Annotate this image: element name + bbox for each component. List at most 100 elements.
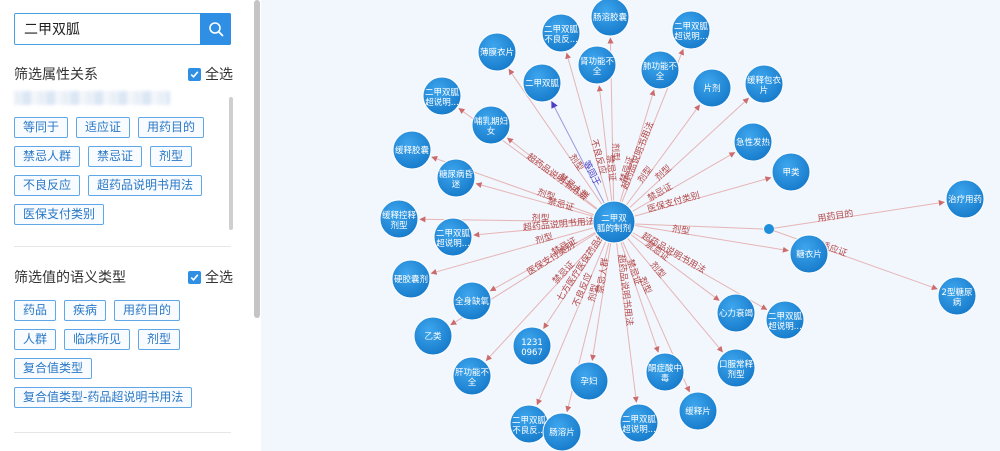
checkbox-checked-icon[interactable] [188, 270, 201, 284]
attribute-tag[interactable]: 禁忌人群 [14, 146, 81, 167]
node-circle[interactable] [477, 32, 517, 72]
node-circle[interactable] [645, 352, 685, 392]
attribute-select-all[interactable]: 全选 [188, 64, 233, 84]
node-circle[interactable] [471, 105, 511, 145]
attribute-tag[interactable]: 剂型 [150, 146, 193, 167]
graph-node[interactable]: 二甲双胍不良反... [509, 404, 549, 444]
attribute-tag[interactable]: 医保支付类别 [14, 204, 105, 225]
attribute-tag[interactable]: 禁忌证 [88, 146, 143, 167]
node-circle[interactable] [391, 259, 431, 299]
graph-node[interactable]: 乙类 [413, 316, 453, 356]
graph-node[interactable]: 心力衰竭 [716, 293, 756, 333]
search-button[interactable] [200, 13, 231, 45]
value-type-tag[interactable]: 药品 [14, 300, 57, 321]
knowledge-graph[interactable]: 不良反应剂型超药品说明书用法剂型等同于禁忌证禁忌证剂型剂型超药品说明书用法禁忌人… [261, 0, 1000, 451]
value-type-tag[interactable]: 疾病 [64, 300, 107, 321]
graph-node[interactable]: 急性发热 [733, 122, 773, 162]
attribute-tag[interactable]: 用药目的 [138, 117, 205, 138]
graph-hub-node[interactable] [764, 224, 774, 234]
node-circle[interactable] [733, 122, 773, 162]
graph-node[interactable]: 二甲双胍超说明... [422, 76, 462, 116]
graph-node[interactable]: 硬胶囊剂 [391, 259, 431, 299]
graph-node[interactable]: 肠溶片 [542, 412, 582, 451]
graph-node[interactable]: 二甲双胍不良反... [541, 13, 581, 53]
node-circle[interactable] [692, 68, 732, 108]
search-input[interactable] [15, 14, 201, 44]
graph-node[interactable]: 治疗用药 [945, 179, 985, 219]
graph-node[interactable]: 缓释胶囊 [392, 130, 432, 170]
graph-node[interactable]: 薄膜衣片 [477, 32, 517, 72]
node-circle[interactable] [522, 63, 562, 103]
node-circle[interactable] [541, 13, 581, 53]
node-circle[interactable] [590, 0, 630, 37]
value-type-select-all[interactable]: 全选 [188, 267, 233, 287]
node-circle[interactable] [789, 234, 829, 274]
node-circle[interactable] [452, 356, 492, 396]
node-circle[interactable] [413, 316, 453, 356]
node-circle[interactable] [569, 361, 609, 401]
graph-node[interactable]: 二甲双胍超说明... [619, 403, 659, 443]
graph-node[interactable]: 肠溶胶囊 [590, 0, 630, 37]
node-circle[interactable] [937, 276, 977, 316]
graph-node[interactable]: 二甲双胍超说明... [765, 300, 805, 340]
node-circle[interactable] [433, 217, 473, 257]
node-circle[interactable] [512, 326, 552, 366]
graph-node[interactable]: 全身缺氧 [452, 281, 492, 321]
graph-node[interactable]: 甲类 [771, 152, 811, 192]
node-circle[interactable] [640, 50, 680, 90]
graph-node[interactable]: 糖衣片 [789, 234, 829, 274]
value-type-tag[interactable]: 剂型 [138, 329, 181, 350]
graph-node[interactable]: 缓释片 [678, 391, 718, 431]
node-circle[interactable] [771, 152, 811, 192]
value-type-tag[interactable]: 复合值类型-药品超说明书用法 [14, 387, 193, 408]
node-circle[interactable] [671, 10, 711, 50]
node-circle[interactable] [744, 64, 784, 104]
node-circle[interactable] [592, 200, 636, 244]
graph-node[interactable]: 二甲双胍超说明... [433, 217, 473, 257]
node-circle[interactable] [379, 199, 419, 239]
node-circle[interactable] [765, 300, 805, 340]
graph-canvas[interactable]: 不良反应剂型超药品说明书用法剂型等同于禁忌证禁忌证剂型剂型超药品说明书用法禁忌人… [261, 0, 1000, 451]
node-circle[interactable] [945, 179, 985, 219]
edge-label: 剂型 [671, 223, 691, 238]
graph-node[interactable]: 片剂 [692, 68, 732, 108]
value-type-tag[interactable]: 复合值类型 [14, 358, 93, 379]
value-type-tag[interactable]: 临床所见 [64, 329, 131, 350]
value-type-tag[interactable]: 人群 [14, 329, 57, 350]
graph-node[interactable]: 孕妇 [569, 361, 609, 401]
sidebar-scrollbar[interactable] [254, 0, 260, 318]
node-circle[interactable] [422, 76, 462, 116]
graph-node[interactable]: 二甲双胍 [522, 63, 562, 103]
value-type-tag[interactable]: 用药目的 [114, 300, 181, 321]
node-label: 超说明... [436, 238, 470, 249]
attribute-tag[interactable]: 超药品说明书用法 [88, 175, 203, 196]
node-circle[interactable] [577, 45, 617, 85]
attribute-tag[interactable]: 等同于 [14, 117, 69, 138]
node-circle[interactable] [436, 158, 476, 198]
checkbox-checked-icon[interactable] [188, 67, 201, 81]
node-circle[interactable] [392, 130, 432, 170]
node-circle[interactable] [716, 348, 756, 388]
node-circle[interactable] [542, 412, 582, 451]
node-circle[interactable] [619, 403, 659, 443]
attribute-tag[interactable]: 不良反应 [14, 175, 81, 196]
node-circle[interactable] [452, 281, 492, 321]
graph-node[interactable]: 二甲双胍超说明... [671, 10, 711, 50]
graph-edge [473, 221, 611, 238]
attribute-tag[interactable]: 适应证 [76, 117, 131, 138]
node-circle[interactable] [678, 391, 718, 431]
node-circle[interactable] [716, 293, 756, 333]
list-scrollbar[interactable] [229, 97, 233, 230]
